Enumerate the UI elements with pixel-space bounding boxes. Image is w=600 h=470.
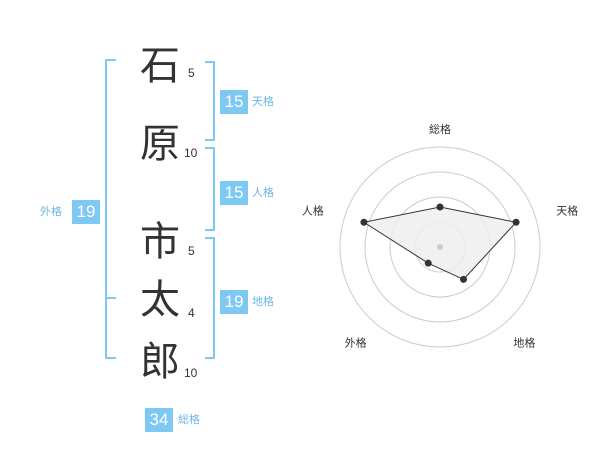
radar-point-1 xyxy=(436,203,444,211)
chikaku-value-badge: 19 xyxy=(220,290,248,314)
name-char-1: 石 xyxy=(140,43,180,89)
radar-point-4 xyxy=(424,259,432,267)
radar-axis-label-1: 総格 xyxy=(429,122,451,136)
stroke-count-1: 5 xyxy=(188,66,195,80)
radar-axis-label-3: 地格 xyxy=(513,335,535,349)
stroke-count-5: 10 xyxy=(184,366,198,380)
gaikaku-bracket xyxy=(105,59,116,359)
chikaku-label: 地格 xyxy=(252,295,274,308)
jinkaku-bracket xyxy=(205,147,215,231)
radar-axis-label-4: 外格 xyxy=(345,335,367,349)
name-char-5: 郎 xyxy=(140,339,180,385)
stroke-count-4: 4 xyxy=(188,306,195,320)
chikaku-bracket xyxy=(205,237,215,359)
name-char-3: 市 xyxy=(140,219,180,265)
radar-center-dot xyxy=(437,244,443,250)
name-char-2: 原 xyxy=(140,121,180,167)
radar-ring-3 xyxy=(364,171,516,323)
radar-area xyxy=(362,206,518,281)
radar-point-2 xyxy=(512,218,520,226)
radar-point-5 xyxy=(360,218,368,226)
tenkaku-label: 天格 xyxy=(252,95,274,108)
name-char-4: 太 xyxy=(140,277,180,323)
radar-point-3 xyxy=(460,275,468,283)
radar-axis-label-5: 人格 xyxy=(302,204,324,218)
tenkaku-bracket xyxy=(205,61,215,141)
tenkaku-value-badge: 15 xyxy=(220,90,248,114)
stroke-count-2: 10 xyxy=(184,146,198,160)
radar-points xyxy=(360,203,520,283)
gaikaku-value-badge: 19 xyxy=(72,200,100,224)
radar-axis-label-2: 天格 xyxy=(556,204,578,218)
radar-ring-4 xyxy=(339,146,541,348)
stroke-count-3: 5 xyxy=(188,244,195,258)
soukaku-label: 総格 xyxy=(178,413,200,426)
jinkaku-value-badge: 15 xyxy=(220,181,248,205)
gaikaku-label: 外格 xyxy=(40,205,62,218)
jinkaku-label: 人格 xyxy=(252,186,274,199)
soukaku-value-badge: 34 xyxy=(145,408,173,432)
